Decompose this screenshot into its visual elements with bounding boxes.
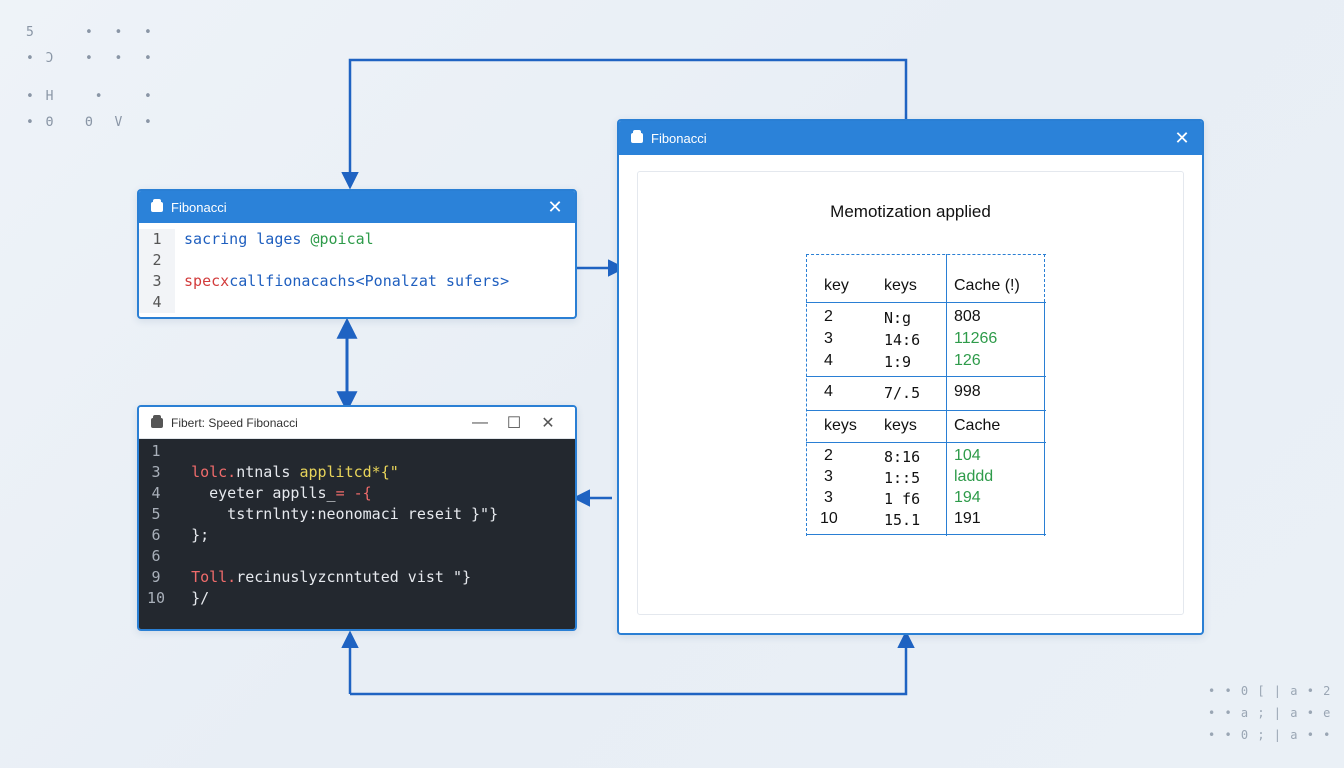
code-line: 4 eyeter applls_= -{	[151, 484, 372, 502]
app-icon	[151, 199, 163, 212]
table-cell: 998	[954, 383, 981, 400]
titlebar: Fibonacci ✕	[619, 121, 1202, 155]
table-header: key	[824, 277, 849, 294]
editor-window-bottom: Fibert: Speed Fibonacci — ☐ ✕ 1 3 lolc.n…	[137, 405, 577, 631]
table-cell: 7/.5	[884, 384, 921, 402]
titlebar: Fibonacci ✕	[139, 191, 575, 223]
close-icon[interactable]: ✕	[541, 414, 555, 432]
decorative-glyphs-left: 5 • • • • Ɔ • • • • H • • • Θ Θ V •	[26, 20, 154, 136]
table-cell: N:g	[884, 309, 912, 327]
table-cell: laddd	[954, 468, 994, 485]
table-cell: 10	[820, 510, 838, 527]
table-header: keys	[884, 277, 917, 294]
table-cell: 808	[954, 308, 981, 325]
titlebar: Fibert: Speed Fibonacci — ☐ ✕	[139, 407, 575, 439]
table-cell: 8:16	[884, 448, 921, 466]
minimize-icon[interactable]: —	[472, 413, 488, 431]
window-title: Fibonacci	[171, 199, 227, 215]
table-header: Cache	[954, 417, 1001, 434]
decor-row: • H • •	[26, 89, 154, 104]
memoization-window: Fibonacci ✕ Memotization applied key key…	[617, 119, 1204, 635]
window-title: Fibonacci	[651, 130, 707, 146]
code-line: 10 }/	[146, 589, 210, 607]
table-cell: 104	[954, 447, 981, 464]
table-cell: 3	[824, 489, 833, 506]
code-line: 3 lolc.ntnals applitcd*{"	[151, 463, 399, 481]
table-cell: 11266	[954, 330, 998, 347]
code-area[interactable]: 1 3 lolc.ntnals applitcd*{" 4 eyeter app…	[139, 439, 575, 629]
table-cell: 14:6	[884, 331, 921, 349]
table-cell: 2	[824, 308, 833, 325]
code-line: 6	[151, 547, 161, 565]
table-cell: 2	[824, 447, 833, 464]
decor-row: 5 • • •	[26, 25, 154, 40]
editor-window-top: Fibonacci ✕ 1 sacring lages @poical 2 3 …	[137, 189, 577, 319]
table-cell: 4	[824, 352, 833, 369]
maximize-icon[interactable]: ☐	[506, 414, 522, 432]
app-icon	[631, 130, 643, 143]
decor-row: • • 0 ; | a • •	[1208, 728, 1332, 742]
table-cell: 191	[954, 510, 981, 527]
table-header: Cache (!)	[954, 277, 1020, 294]
decorative-glyphs-right: • • 0 [ | a • 2 • • a ; | a • e • • 0 ; …	[1208, 680, 1331, 746]
content-panel: Memotization applied key keys Cache (!) …	[637, 171, 1184, 615]
table-cell: 4	[824, 383, 833, 400]
cache-table: key keys Cache (!) 2 N:g 808 3 14:6 1126…	[806, 254, 1046, 536]
code-line: 1	[151, 442, 161, 460]
table-cell: 15.1	[884, 511, 921, 529]
code-line: 5 tstrnlnty:neonomaci reseit }"}	[151, 505, 499, 523]
table-cell: 1:9	[884, 353, 912, 371]
decor-row: • Ɔ • • •	[26, 51, 154, 66]
table-cell: 3	[824, 330, 833, 347]
table-header: keys	[884, 417, 917, 434]
decor-row: • Θ Θ V •	[26, 115, 154, 130]
table-cell: 194	[954, 489, 981, 506]
code-line: 6 };	[151, 526, 210, 544]
table-cell: 126	[954, 352, 981, 369]
arrow-bottom-loop	[350, 630, 915, 696]
close-icon[interactable]: ✕	[1174, 128, 1190, 148]
panel-heading: Memotization applied	[830, 202, 991, 221]
app-icon	[151, 414, 163, 428]
close-icon[interactable]: ✕	[547, 197, 563, 217]
code-line: 4	[139, 292, 575, 313]
arrow-top-loop	[341, 58, 908, 190]
code-line: 1 sacring lages @poical	[139, 229, 575, 250]
code-line: 9 Toll.recinuslyzcnntuted vist "}	[151, 568, 472, 586]
table-cell: 1 f6	[884, 490, 921, 508]
window-title: Fibert: Speed Fibonacci	[171, 415, 298, 430]
code-line: 2	[139, 250, 575, 271]
table-header: keys	[824, 417, 857, 434]
table-cell: 3	[824, 468, 833, 485]
decor-row: • • a ; | a • e	[1208, 706, 1332, 720]
decor-row: • • 0 [ | a • 2	[1208, 684, 1332, 698]
table-cell: 1::5	[884, 469, 921, 487]
